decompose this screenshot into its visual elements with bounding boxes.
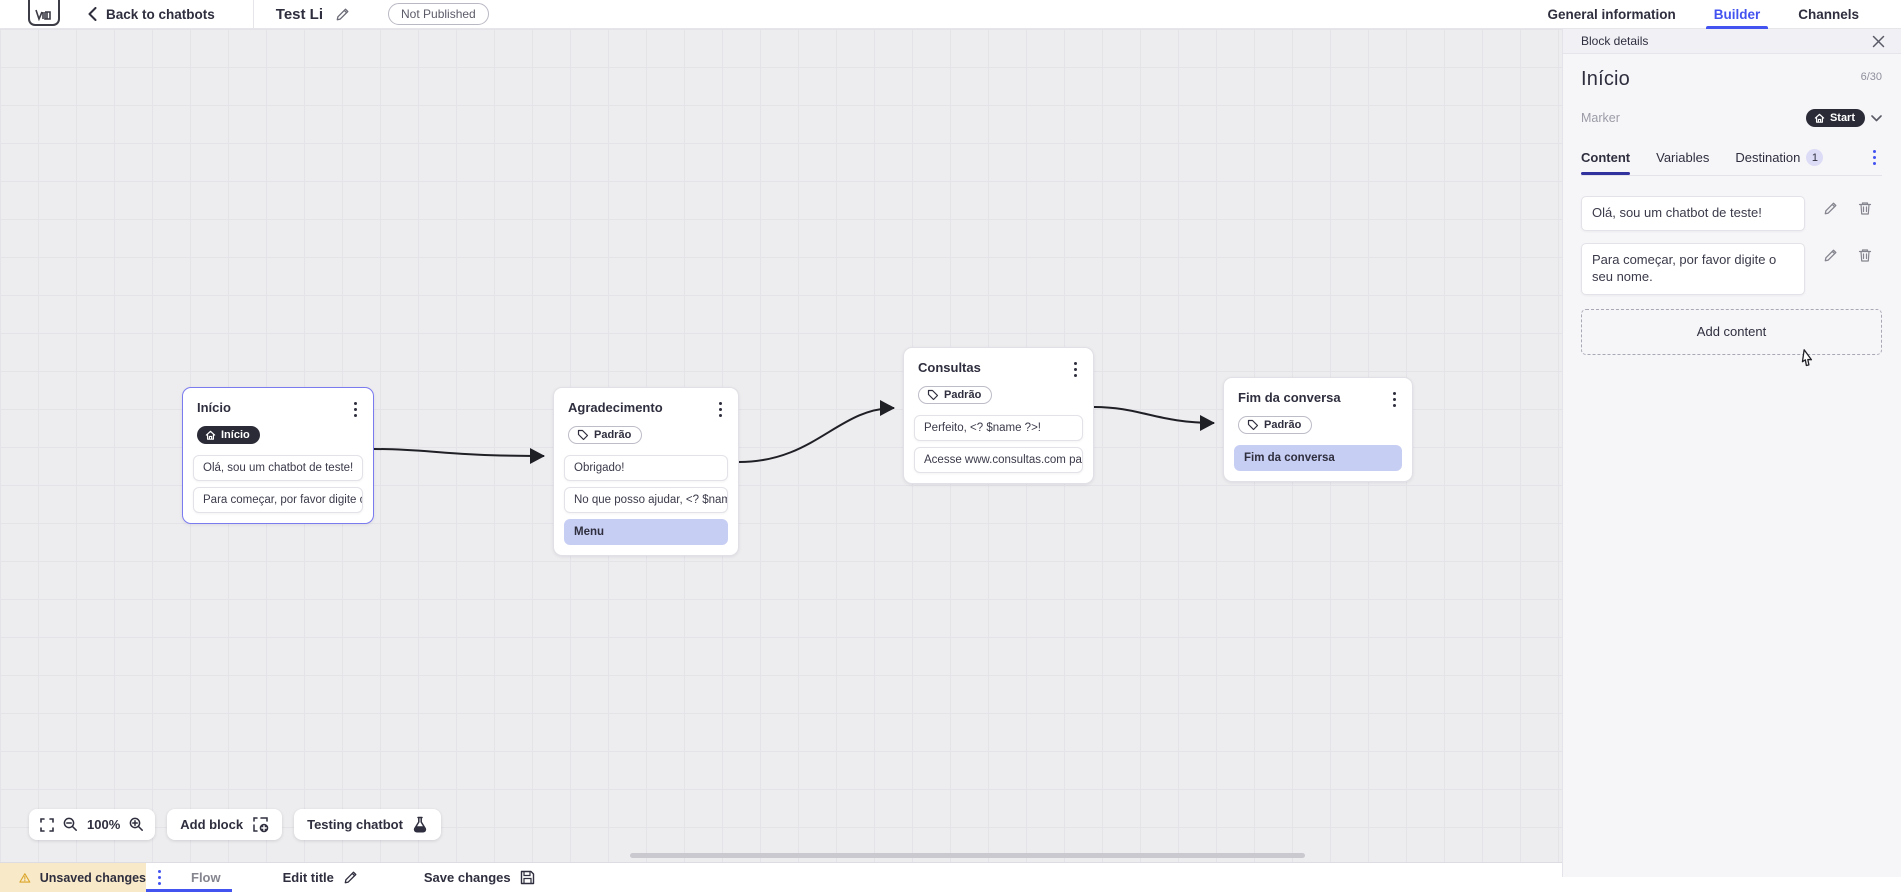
start-marker-badge: Start [1805, 109, 1865, 127]
fullscreen-icon[interactable] [40, 817, 54, 832]
content-text[interactable]: Olá, sou um chatbot de teste! [1581, 196, 1805, 231]
default-marker-badge: Padrão [1238, 416, 1313, 434]
canvas-horizontal-scrollbar[interactable] [630, 853, 1305, 858]
marker-value-label: Start [1829, 112, 1855, 124]
status-badge: Not Published [388, 3, 489, 25]
unsaved-changes-indicator: Unsaved changes [0, 863, 146, 892]
default-marker-label: Padrão [1264, 419, 1302, 431]
testing-chatbot-button[interactable]: Testing chatbot [294, 809, 441, 840]
node-menu-icon[interactable] [715, 400, 726, 419]
close-icon[interactable] [1872, 35, 1885, 48]
node-message-row[interactable]: Acesse www.consultas.com par... [914, 447, 1083, 473]
default-marker-badge: Padrão [568, 426, 643, 444]
node-title: Início [197, 400, 231, 415]
marker-select[interactable]: Start [1805, 109, 1882, 127]
panel-menu-icon[interactable] [1869, 148, 1880, 167]
node-menu-icon[interactable] [350, 400, 361, 419]
top-header: Back to chatbots Test Li Not Published G… [0, 0, 1901, 29]
app-logo-glyph [35, 9, 51, 21]
chatbot-title: Test Li [275, 5, 324, 23]
name-counter: 6/30 [1860, 71, 1882, 83]
tag-icon [1247, 419, 1259, 431]
flow-tab-underline [146, 889, 232, 892]
tab-flow[interactable]: Flow [191, 870, 221, 885]
destination-count-badge: 1 [1806, 149, 1824, 166]
add-block-button[interactable]: Add block [167, 809, 283, 840]
node-message-row[interactable]: Perfeito, <? $name ?>! [914, 415, 1083, 441]
delete-content-icon[interactable] [1858, 248, 1872, 263]
flow-node-fim-da-conversa[interactable]: Fim da conversa Padrão Fim da conversa [1223, 377, 1413, 482]
block-details-panel: Block details Início 6/30 Marker Start [1562, 29, 1901, 877]
header-divider [252, 0, 254, 29]
node-title: Agradecimento [568, 400, 663, 415]
save-changes-button[interactable]: Save changes [424, 863, 535, 892]
flow-node-consultas[interactable]: Consultas Padrão Perfeito, <? $name ?>! … [903, 347, 1094, 484]
add-content-button[interactable]: Add content [1581, 308, 1882, 355]
unsaved-changes-label: Unsaved changes [39, 870, 146, 885]
tab-variables[interactable]: Variables [1656, 150, 1710, 165]
block-name[interactable]: Início [1581, 68, 1631, 90]
content-list: Olá, sou um chatbot de teste! Para começ… [1581, 196, 1882, 295]
default-marker-label: Padrão [594, 429, 632, 441]
app-logo-icon[interactable] [28, 0, 60, 26]
tag-icon [927, 389, 939, 401]
tag-icon [577, 429, 589, 441]
panel-tabs: Content Variables Destination 1 [1581, 143, 1882, 176]
chevron-down-icon [1871, 114, 1882, 121]
node-title: Consultas [918, 360, 981, 375]
back-to-chatbots-button[interactable]: Back to chatbots [88, 7, 215, 22]
add-block-label: Add block [180, 817, 244, 832]
panel-title: Block details [1581, 34, 1649, 48]
node-button-row[interactable]: Fim da conversa [1234, 445, 1402, 471]
flow-node-agradecimento[interactable]: Agradecimento Padrão Obrigado! No que po… [553, 387, 739, 556]
tab-builder[interactable]: Builder [1705, 0, 1768, 29]
edit-title-button[interactable]: Edit title [283, 863, 358, 892]
tab-content[interactable]: Content [1581, 144, 1631, 175]
tab-destination[interactable]: Destination 1 [1735, 143, 1824, 175]
warning-icon [19, 872, 31, 883]
content-text[interactable]: Para começar, por favor digite o seu nom… [1581, 242, 1805, 295]
flow-canvas[interactable]: Início Início Olá, sou um chatbot de tes… [0, 29, 1562, 862]
tab-channels[interactable]: Channels [1798, 7, 1859, 22]
start-marker-label: Início [221, 429, 250, 441]
content-item: Para começar, por favor digite o seu nom… [1581, 242, 1882, 295]
testing-chatbot-label: Testing chatbot [307, 817, 403, 832]
content-item: Olá, sou um chatbot de teste! [1581, 196, 1882, 231]
node-menu-icon[interactable] [1070, 360, 1081, 379]
node-title: Fim da conversa [1238, 390, 1341, 405]
zoom-controls: 100% [29, 809, 156, 840]
delete-content-icon[interactable] [1858, 201, 1872, 216]
node-button-row[interactable]: Menu [564, 519, 728, 545]
flow-node-inicio[interactable]: Início Início Olá, sou um chatbot de tes… [182, 387, 374, 524]
flask-icon [413, 816, 427, 833]
marker-label: Marker [1581, 111, 1620, 125]
builder-nav-tabs: General information Builder Channels [1547, 0, 1901, 29]
save-icon [520, 870, 534, 885]
dashed-square-plus-icon [253, 817, 269, 833]
back-label: Back to chatbots [106, 6, 215, 22]
bottom-bar: Unsaved changes Flow Edit title Save cha… [0, 862, 1901, 892]
default-marker-label: Padrão [944, 389, 982, 401]
node-message-row[interactable]: Obrigado! [564, 455, 728, 481]
edit-title-pencil-icon[interactable] [335, 7, 350, 22]
node-message-row[interactable]: Olá, sou um chatbot de teste! [193, 454, 363, 481]
pencil-icon [344, 871, 357, 884]
canvas-controls: 100% Add block Testing chatbot [29, 809, 441, 840]
node-message-row[interactable]: Para começar, por favor digite o ... [193, 486, 363, 513]
node-menu-icon[interactable] [1389, 390, 1400, 409]
tab-general-information[interactable]: General information [1547, 7, 1676, 22]
edit-content-icon[interactable] [1823, 201, 1838, 216]
zoom-out-icon[interactable] [63, 817, 78, 832]
flow-menu-icon[interactable] [154, 868, 165, 887]
node-message-row[interactable]: No que posso ajudar, <? $name ... [564, 487, 728, 513]
home-icon [1814, 113, 1825, 123]
chevron-left-icon [88, 7, 97, 21]
edit-content-icon[interactable] [1823, 248, 1838, 263]
default-marker-badge: Padrão [918, 386, 993, 404]
start-marker-badge: Início [197, 426, 260, 444]
zoom-level: 100% [87, 817, 121, 832]
zoom-in-icon[interactable] [129, 817, 144, 832]
home-icon [205, 430, 216, 440]
